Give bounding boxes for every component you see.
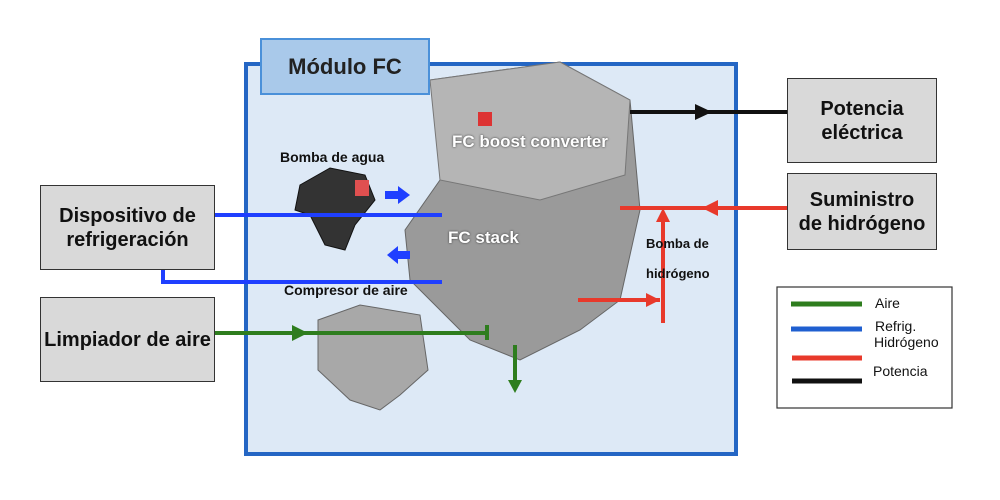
water-pump-label: Bomba de agua — [280, 149, 385, 165]
air-cleaner-box: Limpiador de aire — [40, 297, 215, 382]
air-arrow-icon — [292, 325, 308, 341]
power-label: Potencia eléctrica — [820, 97, 904, 144]
legend-label-coolant: Refrig. — [875, 318, 917, 334]
connector-icon — [478, 112, 492, 126]
air-cleaner-label: Limpiador de aire — [44, 328, 211, 351]
module-title: Módulo FC — [288, 53, 402, 79]
hydrogen-supply-box: Suministro de hidrógeno — [787, 173, 937, 250]
legend-label-power: Potencia — [873, 363, 928, 379]
cooling-device-label: Dispositivo de refrigeración — [59, 204, 196, 251]
power-arrow-icon — [695, 104, 712, 120]
power-box: Potencia eléctrica — [787, 78, 937, 163]
coolant-lines — [161, 213, 442, 284]
legend-box — [776, 286, 953, 409]
air-lines — [215, 325, 517, 385]
legend-label-air: Aire — [875, 295, 900, 311]
arrow-right-icon — [385, 186, 410, 204]
air-exhaust-arrow-icon — [508, 380, 522, 393]
pump-connector-icon — [355, 180, 369, 196]
hydrogen-up-arrow-icon — [656, 208, 670, 222]
fc-stack-label: FC stack — [448, 228, 519, 247]
boost-converter-label: FC boost converter — [452, 132, 608, 151]
boost-converter-image — [429, 61, 631, 201]
arrow-left-icon — [387, 246, 410, 264]
hydrogen-supply-label: Suministro de hidrógeno — [798, 188, 926, 235]
hydrogen-pump-label-2: hidrógeno — [646, 266, 710, 281]
module-title-tab: Módulo FC — [260, 38, 430, 95]
hydrogen-right-arrow-icon — [646, 293, 660, 307]
hydrogen-arrow-icon — [702, 200, 718, 216]
cooling-device-box: Dispositivo de refrigeración — [40, 185, 215, 270]
air-compressor-label: Compresor de aire — [284, 282, 408, 298]
legend-label-hydrogen: Hidrógeno — [874, 334, 939, 350]
hydrogen-pump-label-1: Bomba de — [646, 236, 709, 251]
